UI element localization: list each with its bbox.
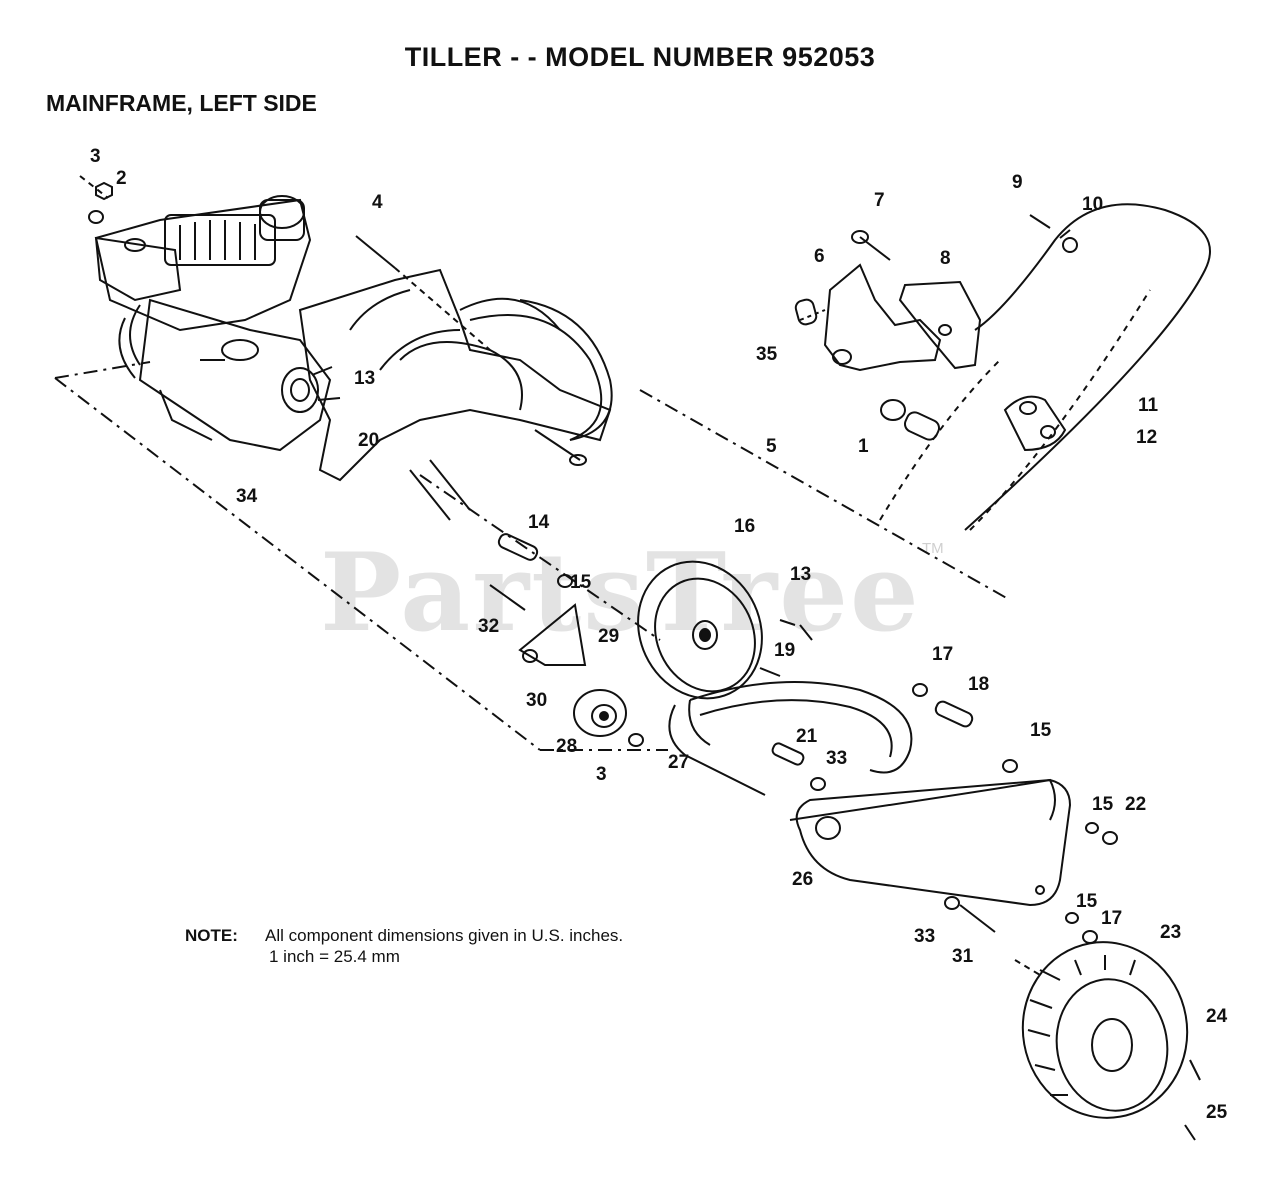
belt-guard-26 — [795, 778, 1072, 907]
small-hardware — [79, 175, 1201, 1141]
callout-26: 26 — [792, 869, 813, 890]
callout-18: 18 — [968, 674, 989, 695]
callout-22: 22 — [1125, 794, 1146, 815]
callout-29: 29 — [598, 626, 619, 647]
note: NOTE: All component dimensions given in U… — [185, 925, 623, 967]
callout-labels: 1233456789101112131314151515151617171819… — [90, 146, 1228, 1123]
callout-11: 11 — [1138, 395, 1159, 416]
drive-belts — [668, 681, 1056, 821]
callout-15-4: 15 — [1076, 891, 1098, 912]
callout-12: 12 — [1136, 427, 1157, 448]
callout-17-2: 17 — [1101, 908, 1122, 929]
wheel-23 — [1021, 941, 1189, 1119]
callout-20: 20 — [358, 430, 379, 451]
callout-31: 31 — [952, 946, 974, 967]
callout-25: 25 — [1206, 1102, 1228, 1123]
diagram-subtitle: MAINFRAME, LEFT SIDE — [46, 90, 317, 116]
callout-13: 13 — [354, 368, 375, 389]
callout-17: 17 — [932, 644, 953, 665]
pulley-16 — [637, 560, 763, 700]
callout-33: 33 — [826, 748, 847, 769]
callout-32: 32 — [478, 616, 499, 637]
callout-15-3: 15 — [1092, 794, 1114, 815]
note-line-2: 1 inch = 25.4 mm — [269, 947, 400, 966]
callout-14: 14 — [528, 512, 550, 533]
callout-7: 7 — [874, 190, 885, 211]
callout-23: 23 — [1160, 922, 1181, 943]
idler-pulley-28 — [518, 603, 627, 737]
callout-4: 4 — [372, 192, 383, 213]
callout-35: 35 — [756, 344, 778, 365]
callout-34: 34 — [236, 486, 258, 507]
callout-3-2: 3 — [596, 764, 607, 785]
callout-27: 27 — [668, 752, 689, 773]
callout-15-2: 15 — [1030, 720, 1052, 741]
callout-33-2: 33 — [914, 926, 935, 947]
diagram-title: TILLER - - MODEL NUMBER 952053 — [404, 42, 876, 72]
mainframe-housing — [281, 268, 613, 521]
callout-24: 24 — [1206, 1006, 1228, 1027]
callout-10: 10 — [1082, 194, 1103, 215]
callout-5: 5 — [766, 436, 777, 457]
tine-shield — [879, 203, 1211, 531]
callout-19: 19 — [774, 640, 795, 661]
callout-1: 1 — [858, 436, 869, 457]
callout-16: 16 — [734, 516, 755, 537]
callout-2: 2 — [116, 168, 127, 189]
callout-6: 6 — [814, 246, 825, 267]
callout-3: 3 — [90, 146, 101, 167]
depth-bar-bracket — [794, 230, 982, 441]
callout-13-2: 13 — [790, 564, 811, 585]
note-line-1: All component dimensions given in U.S. i… — [265, 926, 624, 945]
engine-assembly — [94, 195, 332, 452]
callout-9: 9 — [1012, 172, 1023, 193]
callout-15: 15 — [570, 572, 592, 593]
watermark: PartsTree — [320, 530, 921, 656]
callout-8: 8 — [940, 248, 951, 269]
callout-28: 28 — [556, 736, 577, 757]
callout-21: 21 — [796, 726, 818, 747]
frame-outline-lines — [54, 361, 1011, 751]
callout-30: 30 — [526, 690, 547, 711]
note-label: NOTE: — [185, 926, 238, 945]
